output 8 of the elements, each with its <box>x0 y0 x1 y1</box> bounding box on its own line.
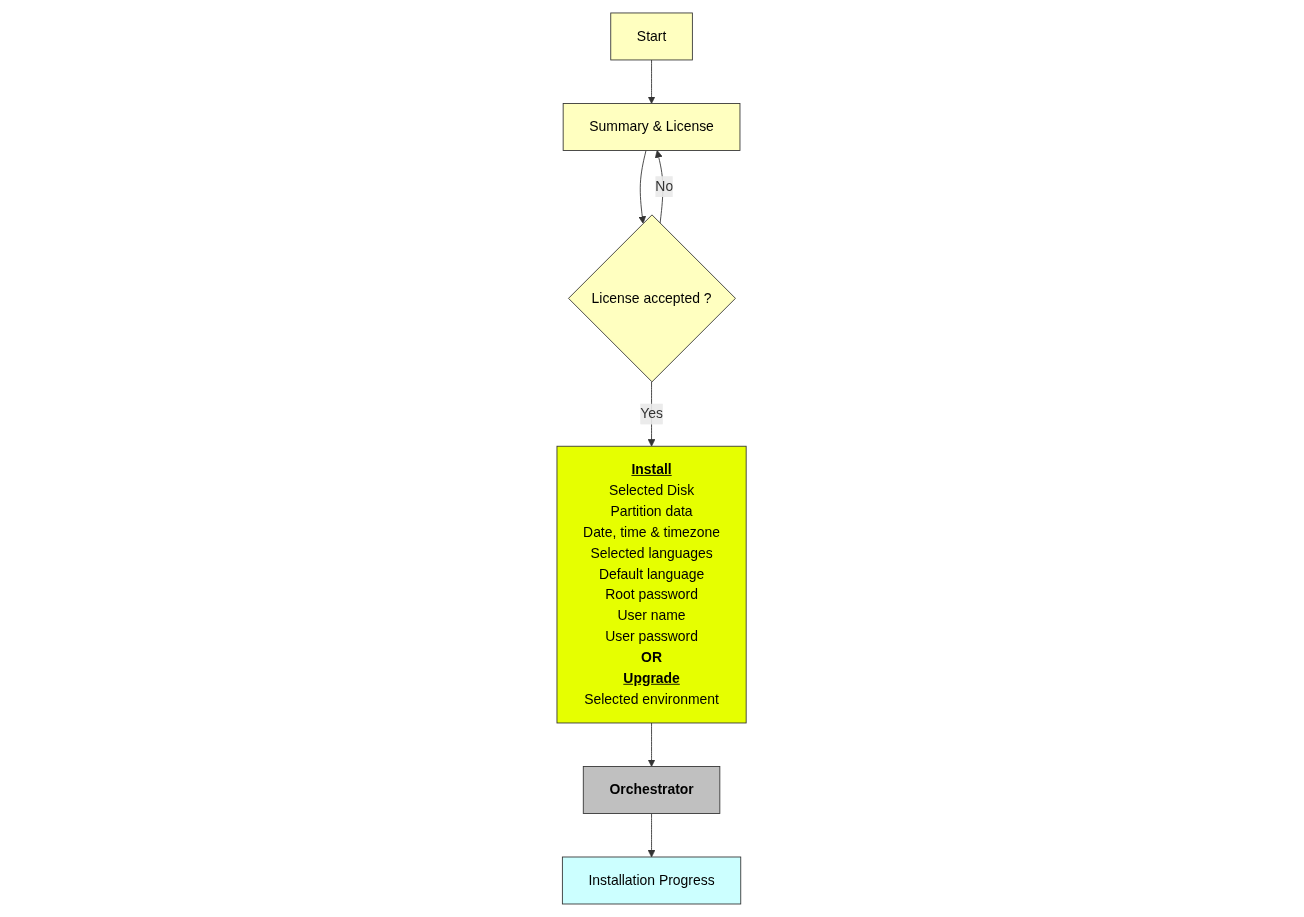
node-diamond: License accepted ? <box>568 214 737 383</box>
edge-label: No <box>655 178 674 194</box>
edge-label: Yes <box>640 406 664 422</box>
node-box: Orchestrator <box>583 766 721 814</box>
node-box: Install Selected Disk Partition data Date, time & timezone Selected languages Default language Root password User name User password OR Upgrade Selected environment <box>556 445 748 724</box>
node-box: Start <box>610 12 694 61</box>
node-box: Installation Progress <box>562 856 742 905</box>
node-box: Summary & License <box>563 103 741 151</box>
